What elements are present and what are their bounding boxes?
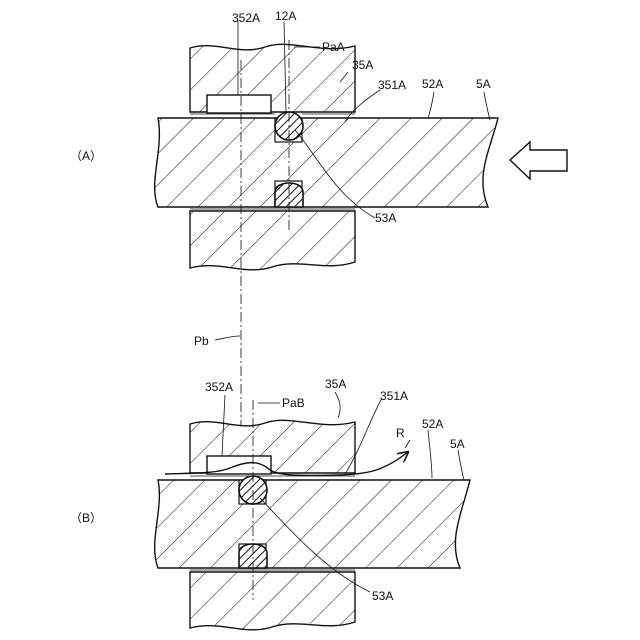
callout-35a-a: 35A — [352, 58, 373, 72]
push-arrow — [510, 142, 567, 179]
panel-a: （A） 352A 12A PaA 35A 351A 52A 5A 53A — [70, 9, 567, 445]
callout-352a-b: 352A — [205, 380, 233, 394]
callout-pb: Pb — [194, 334, 209, 348]
callout-351a-a: 351A — [378, 78, 406, 92]
callout-53a-b: 53A — [372, 589, 393, 603]
groove-352a — [207, 95, 271, 113]
lower-housing-b — [190, 572, 355, 630]
callout-352a-a: 352A — [232, 11, 260, 25]
callout-53a-a: 53A — [375, 211, 396, 225]
callout-351a-b: 351A — [380, 389, 408, 403]
label-panel-a: （A） — [70, 149, 102, 163]
shaft-b — [155, 480, 470, 568]
callout-5a-b: 5A — [450, 437, 465, 451]
label-panel-b: （B） — [70, 511, 102, 525]
callout-r: R — [396, 426, 405, 440]
callout-52a-b: 52A — [422, 417, 443, 431]
callout-paa: PaA — [322, 40, 345, 54]
callout-52a-a: 52A — [422, 77, 443, 91]
panel-b: （B） 352A PaB 35A 351A R 52A 5A 53A — [70, 377, 470, 630]
callout-12a: 12A — [275, 9, 296, 23]
callout-5a-a: 5A — [476, 77, 491, 91]
lower-housing-a — [190, 211, 355, 270]
callout-pab: PaB — [282, 396, 305, 410]
callout-35a-b: 35A — [325, 377, 346, 391]
shaft-a — [155, 118, 498, 207]
